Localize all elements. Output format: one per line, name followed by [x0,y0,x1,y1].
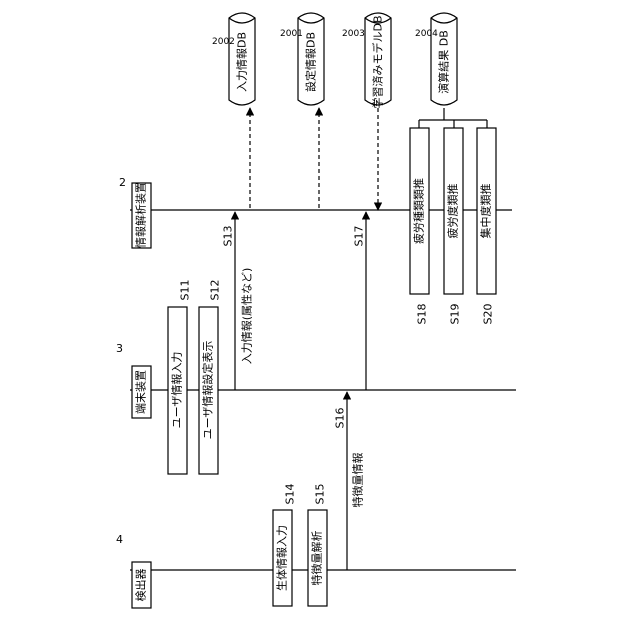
terminal-label: 端末装置 [134,370,148,414]
db-2002-label: 入力情報DB [236,32,249,92]
analyzer-ref: 2 [119,176,126,189]
db-2002-ref: 2002 [212,37,235,47]
step-s13-label: 入力情報(属性など) [240,268,254,365]
step-s11-id: S11 [179,280,192,301]
detector-label: 検出器 [134,569,148,602]
db-2004-label: 演算結果 DB [437,30,451,94]
step-s16-id: S16 [334,408,347,429]
detector-box: 検出器 [132,562,151,608]
step-s14-label: 生体情報入力 [275,525,289,591]
db-2003-ref: 2003 [342,29,365,39]
step-s15-label: 特徴量解析 [310,531,324,586]
db-2001-label: 設定情報DB [304,32,318,92]
step-s20-label: 集中度類推 [479,184,493,239]
db-2001-ref: 2001 [280,29,303,39]
db-2003: 学習済みモデルDB [365,13,391,109]
terminal-ref: 3 [116,342,123,355]
step-s14-id: S14 [284,484,297,505]
db-2004-ref: 2004 [415,29,438,39]
step-s19-id: S19 [449,304,462,325]
step-s14-box: 生体情報入力 [273,510,292,606]
step-s11-box: ユーザ情報入力 [168,307,187,474]
step-s12-label: ユーザ情報設定表示 [201,341,215,440]
step-s20-box: 集中度類推 [477,128,496,294]
step-s12-id: S12 [209,280,222,301]
step-s18-label: 疲労種類類推 [412,178,426,244]
db-2003-label: 学習済みモデルDB [371,15,385,108]
result-bracket [419,108,487,128]
step-s16-label: 特徴量情報 [351,453,365,508]
step-s13-id: S13 [222,226,235,247]
step-s11-label: ユーザ情報入力 [171,352,184,429]
step-s12-box: ユーザ情報設定表示 [199,307,218,474]
terminal-box: 端末装置 [132,366,151,418]
step-s15-box: 特徴量解析 [308,510,327,606]
step-s18-id: S18 [416,304,429,325]
analyzer-label: 情報解析装置 [134,182,148,248]
step-s17-id: S17 [353,226,366,247]
detector-ref: 4 [116,533,123,546]
db-2001: 設定情報DB [298,13,324,105]
db-2004: 演算結果 DB [431,13,457,105]
step-s18-box: 疲労種類類推 [410,128,429,294]
step-s15-id: S15 [314,484,327,505]
step-s19-box: 疲労度類推 [444,128,463,294]
analyzer-box: 情報解析装置 [132,182,151,248]
step-s19-label: 疲労度類推 [446,184,460,239]
step-s20-id: S20 [482,304,495,325]
db-2002: 入力情報DB [229,13,255,105]
